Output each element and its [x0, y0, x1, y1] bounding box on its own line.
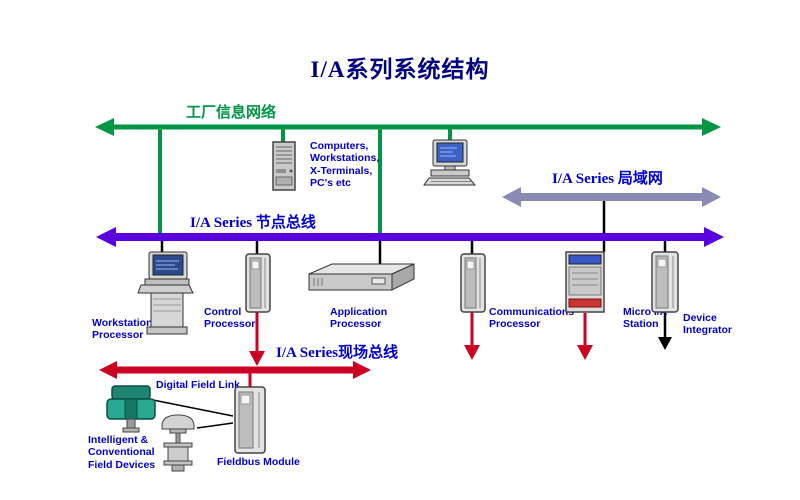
- device-integrator-drop-arrow: [658, 313, 672, 350]
- factory-network-arrow-right: [702, 118, 721, 136]
- communications-processor-icon: [460, 253, 486, 313]
- workstation-processor-icon: [137, 251, 194, 335]
- factory-network-arrow-left: [95, 118, 114, 136]
- field-device-link-lines: [152, 399, 234, 429]
- control-valve-icon: [161, 414, 195, 472]
- lan-arrow-right: [702, 187, 721, 207]
- fieldbus-arrow-left: [99, 361, 117, 379]
- control-processor-icon: [245, 253, 271, 313]
- device-connector-lines: [160, 201, 667, 266]
- factory-network-label: 工厂信息网络: [186, 105, 277, 121]
- fieldbus-module-label: Fieldbus Module: [217, 456, 300, 468]
- application-processor-label: Application Processor: [330, 306, 388, 331]
- transmitter-icon: [106, 385, 156, 433]
- lan-label: I/A Series 局域网: [552, 171, 663, 187]
- fieldbus-arrow-right: [353, 361, 371, 379]
- digital-field-link-label: Digital Field Link: [156, 379, 241, 391]
- node-bus-arrow-left: [96, 227, 116, 247]
- computers-label: Computers, Workstations, X-Terminals, PC…: [310, 140, 380, 190]
- node-bus-label: I/A Series 节点总线: [190, 215, 316, 231]
- fieldbus-module-icon: [234, 386, 266, 454]
- factory-network-bus: [95, 118, 721, 136]
- fieldbus-bus: [99, 361, 371, 379]
- fieldbus-drop-arrows: [248, 311, 593, 388]
- micro-ia-station-icon: [565, 251, 605, 313]
- server-tower-icon: [272, 141, 296, 191]
- device-integrator-icon: [651, 251, 679, 313]
- node-bus: [96, 227, 724, 247]
- control-processor-label: Control Processor: [204, 306, 256, 331]
- desktop-computer-icon: [423, 139, 477, 186]
- application-processor-icon: [308, 263, 415, 291]
- lan-arrow-left: [502, 187, 521, 207]
- node-bus-arrow-right: [704, 227, 724, 247]
- ia-lan-bus: [502, 187, 721, 207]
- field-devices-label: Intelligent & Conventional Field Devices: [88, 434, 156, 471]
- workstation-processor-label: Workstation Processor: [92, 317, 153, 342]
- factory-network-drop-lines: [158, 129, 452, 235]
- fieldbus-label: I/A Series现场总线: [276, 345, 399, 361]
- device-integrator-label: Device Integrator: [683, 312, 733, 337]
- diagram-title: I/A系列系统结构: [310, 57, 490, 82]
- communications-processor-label: Communications Processor: [489, 306, 575, 331]
